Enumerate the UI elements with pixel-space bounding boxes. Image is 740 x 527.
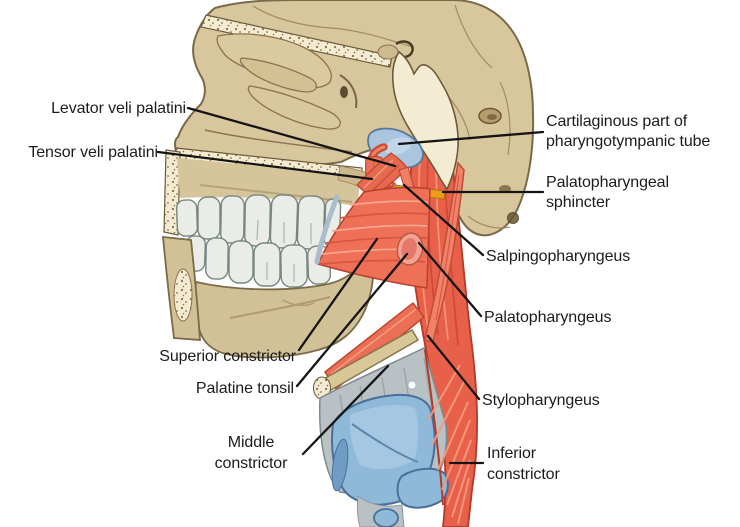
label-cartilaginous-part: Cartilaginous part of pharyngotympanic t…: [546, 113, 711, 150]
palate-mucosa: [177, 158, 360, 206]
leader-line-palatine-tonsil: [295, 252, 409, 388]
nasal-conchae: [216, 33, 341, 130]
pterygoid-foramen: [340, 86, 348, 98]
leader-line-tensor-veli-palatini: [156, 150, 374, 181]
label-palatopharyngeus: Palatopharyngeus: [484, 309, 612, 326]
trachea: [356, 495, 405, 527]
laryngeal-foramen-dot: [407, 380, 417, 390]
pterygomandibular-raphe: [314, 194, 340, 265]
leader-line-salpingopharyngeus: [402, 183, 485, 257]
mandible: [161, 235, 375, 359]
label-levator-veli-palatini: Levator veli palatini: [51, 100, 186, 117]
sphenoid-wing: [392, 50, 459, 191]
label-superior-constrictor: Superior constrictor: [159, 348, 296, 365]
label-palatine-tonsil: Palatine tonsil: [195, 380, 294, 397]
label-inferior-constrictor: Inferior constrictor: [487, 445, 560, 483]
leader-line-levator-veli-palatini: [186, 106, 397, 168]
pterygoid-plate-line: [339, 74, 358, 109]
mandibular-condyle: [377, 44, 399, 60]
leader-lines: [156, 106, 545, 465]
leader-line-palatopharyngeus: [417, 241, 483, 318]
upper-teeth: [175, 194, 342, 250]
leader-line-cartilaginous-part: [397, 130, 545, 146]
inferior-constrictor-muscle: [424, 349, 472, 525]
label-palatopharyngeal-sphincter: Palatopharyngeal sphincter: [546, 174, 669, 211]
teeth-cusp-lines: [256, 219, 312, 282]
label-stylopharyngeus: Stylopharyngeus: [482, 392, 600, 409]
cricoid-cartilage: [396, 467, 449, 509]
hyoid-bone: [313, 328, 420, 400]
leader-line-middle-constrictor: [301, 364, 390, 456]
label-salpingopharyngeus: Salpingopharyngeus: [486, 248, 631, 265]
label-middle-constrictor: Middle constrictor: [214, 434, 288, 472]
acoustic-meatus-curve: [395, 40, 414, 59]
skull-bone: [163, 0, 535, 237]
calvaria-cut-band: [200, 14, 393, 68]
label-tensor-veli-palatini: Tensor veli palatini: [28, 144, 158, 161]
temporal-foramina: [478, 107, 519, 224]
leader-line-stylopharyngeus: [426, 334, 481, 401]
leader-line-superior-constrictor: [297, 237, 379, 352]
